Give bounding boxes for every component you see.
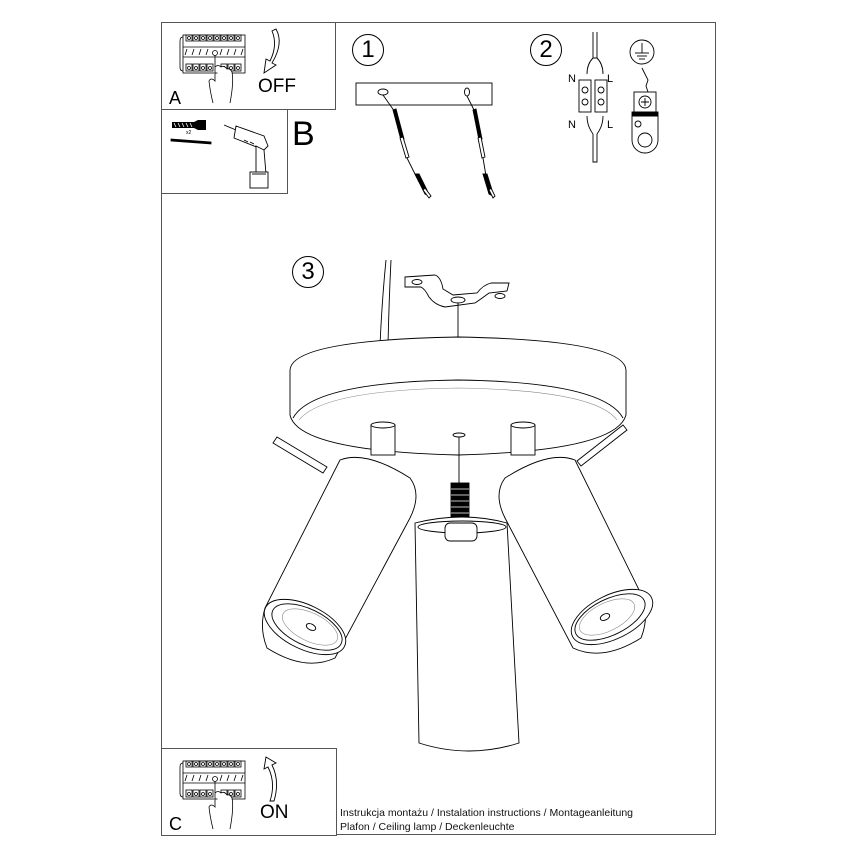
wall-plug-icon — [172, 120, 206, 130]
live-bottom-label: L — [607, 119, 614, 131]
live-top-label: L — [607, 73, 614, 85]
mounting-bar-with-screws-icon — [355, 82, 496, 199]
panel-a-power-off: OFF A — [161, 22, 336, 110]
panel-a-letter: A — [169, 88, 182, 108]
ground-symbol-icon — [629, 39, 655, 65]
step-3-number: 3 — [292, 256, 324, 288]
drill-icon — [223, 124, 269, 189]
panel-b-letter: B — [292, 115, 315, 153]
circuit-breaker-switch-on-icon — [179, 760, 246, 830]
footer-line-2: Plafon / Ceiling lamp / Deckenleuchte — [340, 821, 515, 833]
ceiling-lamp-assembly-icon — [262, 259, 654, 752]
on-label: ON — [260, 802, 289, 823]
screw-icon — [170, 138, 212, 145]
step-2-number: 2 — [530, 34, 562, 66]
panel-c-letter: C — [169, 814, 182, 834]
step-1-number: 1 — [352, 34, 384, 66]
neutral-top-label: N — [568, 73, 576, 85]
circuit-breaker-switch-off-icon — [179, 34, 246, 104]
arrow-down-icon — [263, 28, 280, 74]
quantity-label: x2 — [186, 130, 192, 136]
panel-c-power-on: ON C — [161, 748, 337, 836]
wiring-connector-icon — [578, 32, 608, 163]
instruction-sheet-frame — [161, 22, 716, 835]
footer: Instrukcja montażu / Instalation instruc… — [340, 806, 633, 834]
neutral-bottom-label: N — [568, 119, 576, 131]
panel-b-tools: x2 — [161, 109, 288, 194]
off-label: OFF — [258, 76, 296, 97]
footer-line-1: Instrukcja montażu / Instalation instruc… — [340, 807, 633, 819]
arrow-up-icon — [263, 756, 277, 802]
ground-terminal-icon — [631, 67, 659, 154]
